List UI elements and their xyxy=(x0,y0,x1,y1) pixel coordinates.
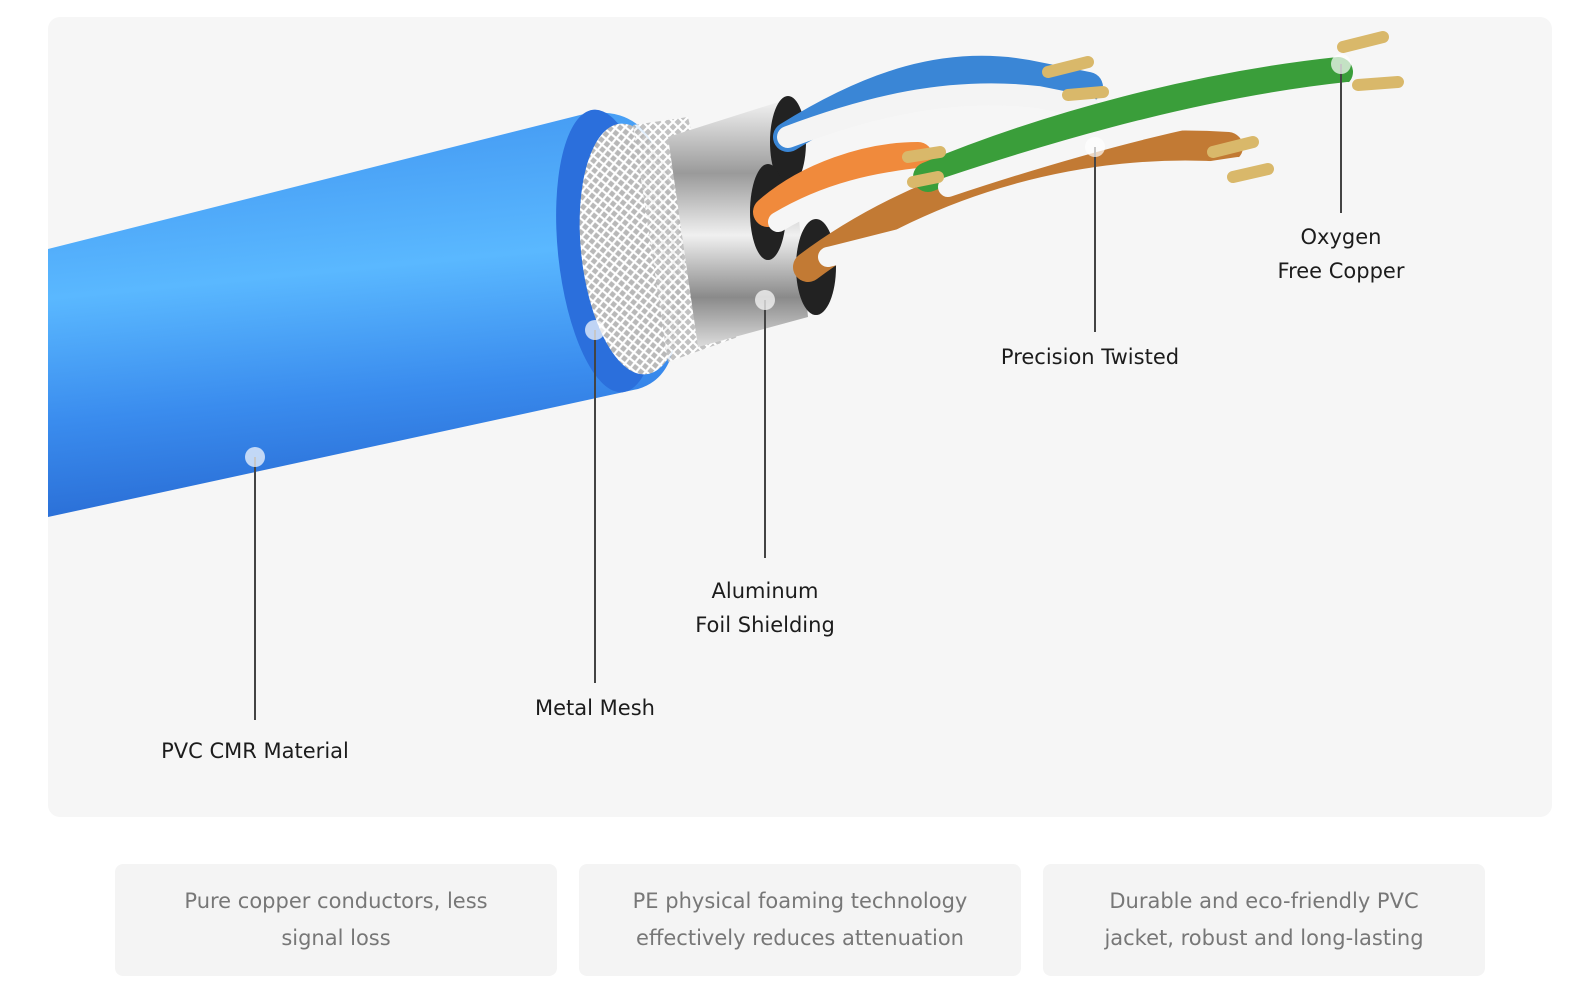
cable-illustration xyxy=(48,31,1404,720)
label-line: Oxygen xyxy=(1300,225,1382,249)
pvc-jacket xyxy=(48,112,677,518)
feature-text: Pure copper conductors, less xyxy=(184,889,488,913)
feature-card-foaming: PE physical foaming technology effective… xyxy=(579,864,1021,976)
label-pvc-material: PVC CMR Material xyxy=(130,734,380,768)
label-metal-mesh: Metal Mesh xyxy=(495,691,695,725)
label-oxygen-free-copper: Oxygen Free Copper xyxy=(1241,220,1441,288)
twisted-pairs xyxy=(753,55,1358,282)
feature-text: Durable and eco-friendly PVC xyxy=(1109,889,1419,913)
label-line: PVC CMR Material xyxy=(161,739,349,763)
label-line: Foil Shielding xyxy=(695,613,835,637)
copper-conductors xyxy=(902,31,1404,188)
label-precision-twisted: Precision Twisted xyxy=(965,340,1215,374)
cable-diagram-panel: Oxygen Free Copper Precision Twisted Alu… xyxy=(48,17,1552,817)
feature-text: effectively reduces attenuation xyxy=(636,926,964,950)
label-line: Precision Twisted xyxy=(1000,345,1180,369)
label-line: Aluminum xyxy=(711,579,819,603)
label-line: Metal Mesh xyxy=(535,696,655,720)
feature-text: signal loss xyxy=(281,926,391,950)
label-aluminum-foil: Aluminum Foil Shielding xyxy=(655,574,875,642)
feature-text: jacket, robust and long-lasting xyxy=(1104,926,1424,950)
label-line: Free Copper xyxy=(1277,259,1405,283)
leader-dots xyxy=(245,54,1351,467)
feature-card-pvc: Durable and eco-friendly PVC jacket, rob… xyxy=(1043,864,1485,976)
leader-lines xyxy=(254,64,1342,720)
feature-card-copper: Pure copper conductors, less signal loss xyxy=(115,864,557,976)
feature-text: PE physical foaming technology xyxy=(632,889,968,913)
